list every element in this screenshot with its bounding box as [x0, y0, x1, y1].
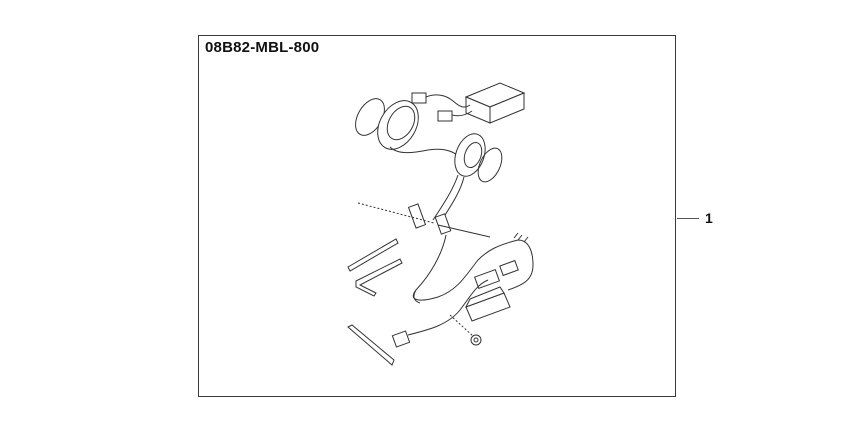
velcro-strip-icon — [347, 238, 399, 272]
power-plug-icon — [391, 279, 489, 348]
adhesive-pad-icon — [347, 324, 395, 366]
speaker-left-icon — [355, 98, 469, 166]
callout-label-1[interactable]: 1 — [705, 210, 713, 226]
connector-plugs-icon — [411, 92, 473, 122]
mounting-bracket-icon — [357, 174, 491, 238]
speaker-right-icon — [454, 133, 503, 183]
fuse-holder-icon — [464, 286, 511, 322]
part-number-label: 08B82-MBL-800 — [205, 39, 320, 56]
control-box-icon — [464, 82, 526, 124]
coiled-cable-icon — [412, 232, 534, 304]
hex-key-icon — [355, 258, 403, 297]
nut-icon — [449, 314, 482, 346]
headset-kit-drawing — [347, 82, 534, 366]
callout-leader-line — [677, 218, 699, 219]
